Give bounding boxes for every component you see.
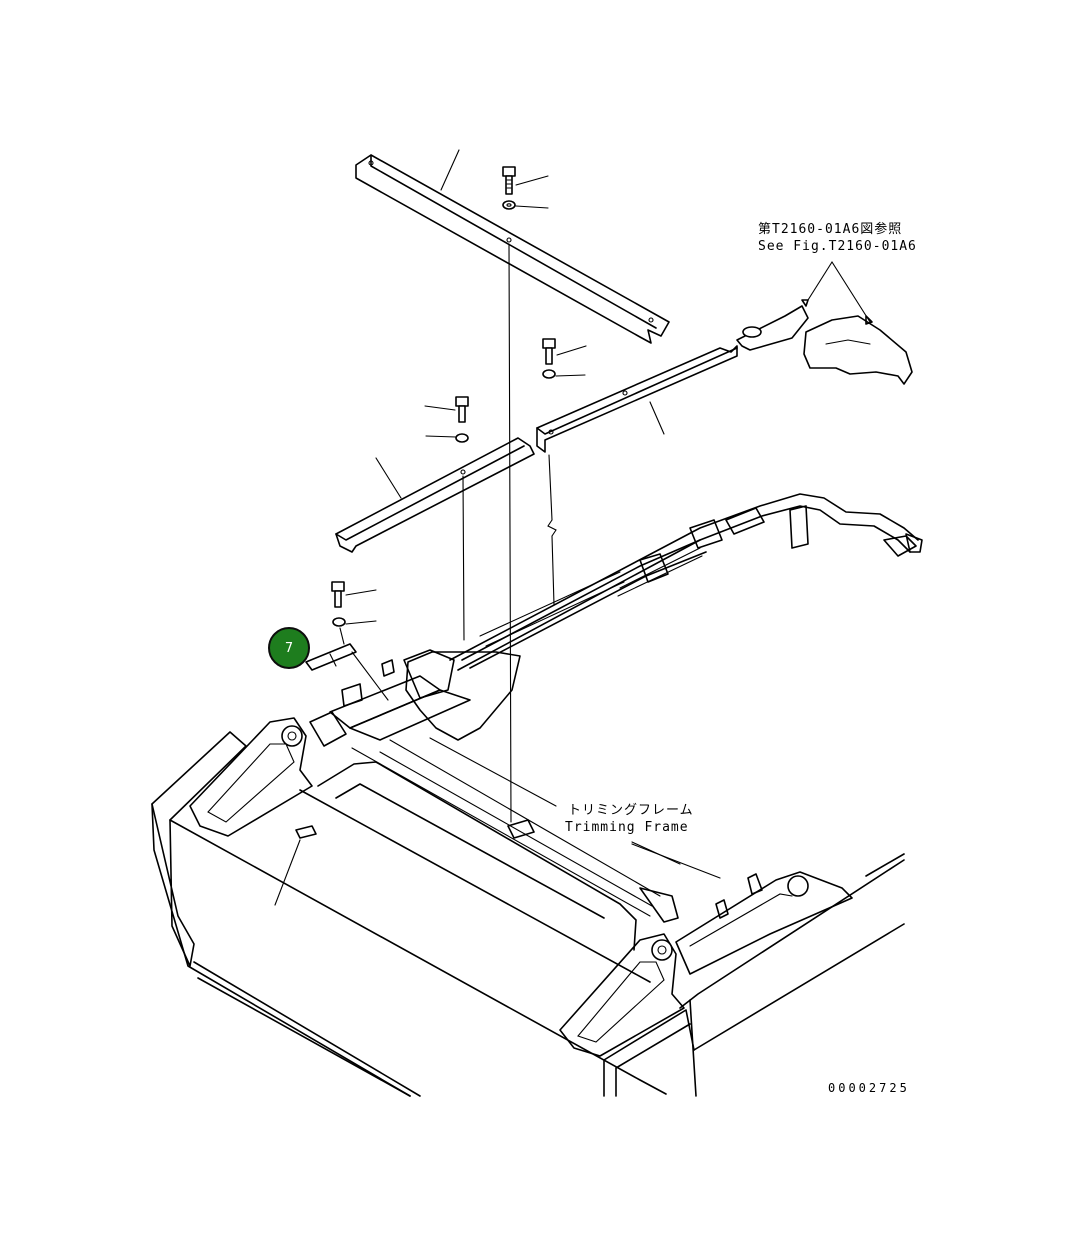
right-bar-bolt [542,338,587,379]
callout-badge-7[interactable]: 7 [268,627,310,669]
right-long-bar [536,345,738,606]
top-cross-bar [355,149,670,344]
reference-note-jp: 第T2160-01A6図参照 [758,222,903,237]
trimming-frame-leader-1 [429,737,557,807]
callout-number: 7 [284,640,294,656]
top-bolt [502,166,549,243]
pin-bolt [305,581,389,701]
drawing-number: 00002725 [828,1081,910,1095]
right-arm [559,933,685,1057]
left-arm [189,717,313,837]
boom-structure [309,649,679,923]
right-cylinder [631,843,853,975]
trimming-frame-label-jp: トリミングフレーム [568,803,694,818]
left-short-bar [335,437,535,641]
left-bar-bolt [424,396,469,443]
trimming-frame-leader-2 [631,841,681,865]
end-brackets [736,261,913,385]
leader-to-frame [508,243,512,823]
trimming-frame-label-en: Trimming Frame [565,820,689,835]
reference-note-en: See Fig.T2160-01A6 [758,239,917,254]
bucket-body [151,731,905,1097]
frame-mount [507,819,535,839]
hydraulic-lines [449,493,923,671]
